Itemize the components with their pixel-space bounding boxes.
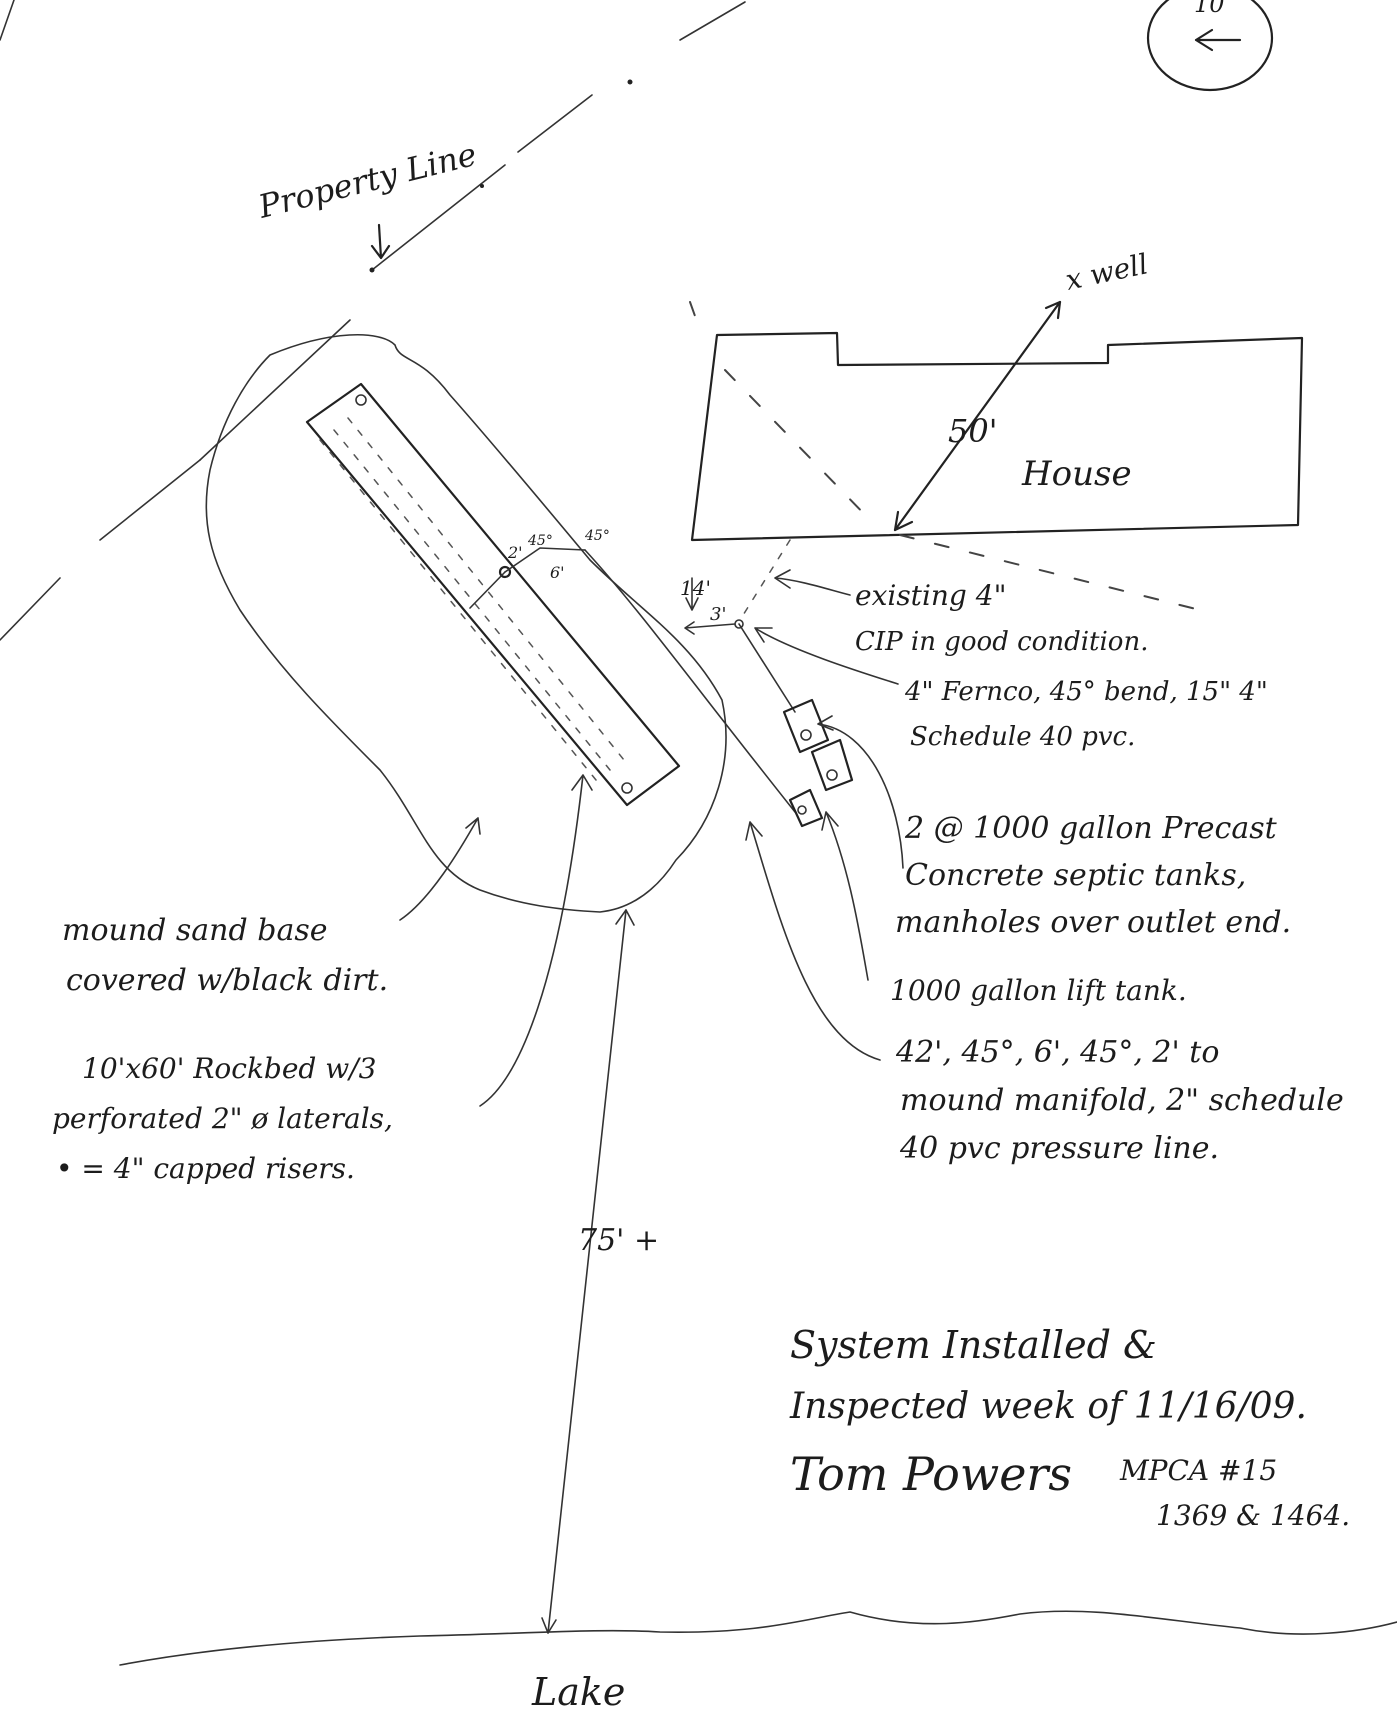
septic-tanks-line-3: manholes over outlet end. xyxy=(895,905,1291,940)
signature-name: Tom Powers xyxy=(790,1447,1072,1501)
note-existing-line: existing 4" CIP in good condition. xyxy=(855,579,1148,657)
rockbed-line-2: perforated 2" ø laterals, xyxy=(52,1102,393,1135)
note-rockbed: 10'x60' Rockbed w/3 perforated 2" ø late… xyxy=(52,1052,393,1185)
compass-arrow-icon xyxy=(1194,28,1242,52)
dim-2-label: 2' xyxy=(507,543,523,562)
dim-6-label: 6' xyxy=(550,563,565,582)
signature-license-1: MPCA #15 xyxy=(1119,1454,1277,1487)
dim-14-label: 14' xyxy=(680,576,711,600)
signature-block: Tom Powers MPCA #15 1369 & 1464. xyxy=(790,1447,1350,1532)
small-dimensions: 14' 3' xyxy=(680,576,744,635)
install-note-line-1: System Installed & xyxy=(790,1323,1157,1367)
install-note-line-2: Inspected week of 11/16/09. xyxy=(789,1386,1307,1427)
septic-tank-1 xyxy=(782,698,830,754)
mound-sand-base xyxy=(205,333,727,913)
existing-cip-line xyxy=(689,301,1201,621)
lift-tank xyxy=(788,788,824,828)
mound-line-1: mound sand base xyxy=(62,913,327,948)
rockbed-line-1: 10'x60' Rockbed w/3 xyxy=(82,1052,376,1085)
note-mound: mound sand base covered w/black dirt. xyxy=(62,913,388,998)
house: House xyxy=(690,331,1304,542)
lake-label: Lake xyxy=(531,1670,625,1709)
dim-45a-label: 45° xyxy=(527,533,553,549)
property-line: Property Line xyxy=(0,0,746,641)
existing-line-1: existing 4" xyxy=(855,579,1006,612)
dim-3-label: 3' xyxy=(710,604,726,625)
tanks xyxy=(738,623,854,828)
compass-marker: 10 xyxy=(1146,0,1274,92)
leader-arrows xyxy=(399,569,904,1107)
lift-tank-label: 1000 gallon lift tank. xyxy=(890,974,1187,1007)
pressure-line xyxy=(584,549,796,813)
pressure-line-2: mound manifold, 2" schedule xyxy=(900,1083,1344,1118)
house-label: House xyxy=(1021,454,1132,494)
install-note: System Installed & Inspected week of 11/… xyxy=(789,1323,1307,1427)
compass-label: 10 xyxy=(1194,0,1225,18)
dim-45b-label: 45° xyxy=(584,528,610,544)
house-to-well-dimension: 50' xyxy=(948,412,998,450)
rockbed xyxy=(305,382,681,807)
septic-tank-2 xyxy=(810,738,854,792)
fernco-line-2: Schedule 40 pvc. xyxy=(910,722,1135,752)
note-pressure-line: 42', 45°, 6', 45°, 2' to mound manifold,… xyxy=(895,1035,1344,1166)
note-septic-tanks: 2 @ 1000 gallon Precast Concrete septic … xyxy=(895,811,1291,940)
fernco-line-1: 4" Fernco, 45° bend, 15" 4" xyxy=(904,677,1268,707)
rockbed-line-3: • = 4" capped risers. xyxy=(56,1152,355,1185)
pressure-line-1: 42', 45°, 6', 45°, 2' to xyxy=(895,1035,1219,1070)
septic-tanks-line-2: Concrete septic tanks, xyxy=(905,858,1246,893)
note-lift-tank: 1000 gallon lift tank. xyxy=(890,974,1187,1007)
lake-shoreline: Lake xyxy=(119,1610,1397,1709)
existing-line-2: CIP in good condition. xyxy=(855,627,1148,657)
lake-distance-label: 75' + xyxy=(578,1223,659,1258)
note-fernco: 4" Fernco, 45° bend, 15" 4" Schedule 40 … xyxy=(904,677,1268,752)
manifold-dimensions: 2' 45° 6' 45° xyxy=(469,528,610,609)
septic-tanks-line-1: 2 @ 1000 gallon Precast xyxy=(904,811,1278,846)
down-arrow-icon xyxy=(370,223,391,260)
lake-distance: 75' + xyxy=(541,909,659,1634)
pressure-line-3: 40 pvc pressure line. xyxy=(899,1131,1219,1166)
signature-license-2: 1369 & 1464. xyxy=(1156,1499,1350,1532)
well-label: x well xyxy=(1063,247,1151,297)
mound-line-2: covered w/black dirt. xyxy=(66,963,388,998)
